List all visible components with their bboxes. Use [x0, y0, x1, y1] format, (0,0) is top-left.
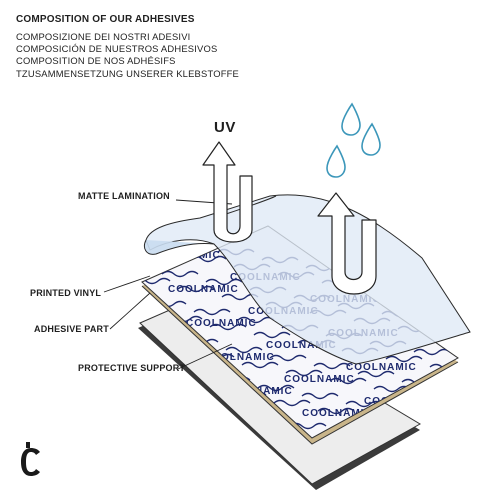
pattern-wave [257, 384, 295, 392]
water-drop-icon [341, 102, 361, 136]
label-printed-vinyl: PRINTED VINYL [30, 288, 102, 298]
leader-protective-support [177, 343, 233, 370]
pattern-wave [142, 375, 179, 383]
header: COMPOSITION OF OUR ADHESIVES COMPOSIZION… [16, 14, 239, 80]
pattern-wave [345, 400, 383, 408]
pattern-wave [142, 337, 147, 345]
pattern-wave [205, 278, 243, 286]
header-title: COMPOSITION OF OUR ADHESIVES [16, 14, 195, 25]
pattern-wave [173, 413, 211, 421]
pattern-wave [285, 369, 323, 377]
pattern-wave [413, 348, 451, 356]
pattern-wave [225, 346, 263, 354]
pattern-wave [273, 399, 311, 407]
pattern-wave [385, 355, 423, 363]
pattern-wave [206, 453, 242, 458]
pattern-wave [70, 384, 106, 389]
pattern-wave [317, 407, 355, 415]
pattern-wave [157, 398, 195, 406]
pattern-word: COOLNAMIC [346, 362, 417, 373]
pattern-wave [453, 303, 458, 311]
u-turn-arrow-icon [317, 192, 377, 295]
pattern-wave [234, 446, 270, 451]
header-line-fr: COMPOSITION DE NOS ADHÉSIFS [16, 55, 176, 67]
header-line-es: COMPOSICIÓN DE NUESTROS ADHESIVOS [16, 43, 218, 55]
pattern-wave [237, 316, 275, 324]
pattern-wave [142, 292, 143, 300]
pattern-wave [394, 455, 430, 460]
pattern-wave [145, 428, 183, 436]
leader-printed-vinyl [103, 275, 151, 293]
water-drop-icon [326, 144, 346, 178]
pattern-wave [382, 485, 418, 490]
pattern-wave [329, 377, 367, 385]
pattern-wave [58, 414, 94, 419]
pattern-wave [366, 470, 402, 475]
label-adhesive-part: ADHESIVE PART [34, 324, 109, 334]
up-arrow-icon [202, 141, 253, 243]
pattern-wave [142, 277, 171, 285]
pattern-wave [189, 436, 227, 438]
pattern-wave [417, 393, 455, 401]
pattern-wave [357, 370, 395, 378]
pattern-wave [142, 262, 155, 270]
pattern-word: COOLNAMIC [266, 340, 337, 351]
label-protective-support: PROTECTIVE SUPPORT [78, 363, 186, 373]
leader-adhesive-part [109, 292, 151, 330]
pattern-wave [313, 362, 351, 370]
pattern-wave [209, 323, 247, 331]
pattern-wave [86, 399, 122, 404]
pattern-wave [241, 361, 279, 369]
pattern-wave [338, 477, 374, 482]
pattern-wave [161, 270, 199, 278]
pattern-wave [142, 435, 155, 438]
uv-label: UV [214, 119, 236, 136]
pattern-word: COOLNAMIC [284, 374, 355, 385]
pattern-wave [142, 405, 167, 413]
label-matte-lamination: MATTE LAMINATION [78, 191, 170, 201]
pattern-wave [74, 429, 110, 434]
pattern-wave [162, 445, 198, 450]
pattern-word: COOLNAMIC [186, 318, 257, 329]
pattern-word: COOLNAMIC [302, 408, 373, 419]
pattern-wave [253, 331, 291, 339]
pattern-wave [177, 285, 215, 293]
pattern-wave [102, 422, 138, 427]
brand-logo-icon [18, 442, 44, 483]
pattern-word: COOLNAMIC [168, 284, 239, 295]
pattern-wave [250, 461, 286, 466]
header-line-it: COMPOSIZIONE DEI NOSTRI ADESIVI [16, 31, 191, 42]
pattern-word: COOLNAMIC [204, 352, 275, 363]
water-drops [326, 102, 381, 178]
pattern-wave [82, 354, 118, 359]
pattern-wave [373, 385, 411, 393]
pattern-wave [142, 390, 151, 398]
pattern-wave [193, 308, 231, 316]
pattern-wave [269, 354, 307, 362]
header-line-de: TZUSAMMENSETZUNG UNSERER KLEBSTOFFE [16, 67, 239, 79]
water-drop-icon [361, 122, 381, 156]
pattern-wave [301, 392, 339, 400]
